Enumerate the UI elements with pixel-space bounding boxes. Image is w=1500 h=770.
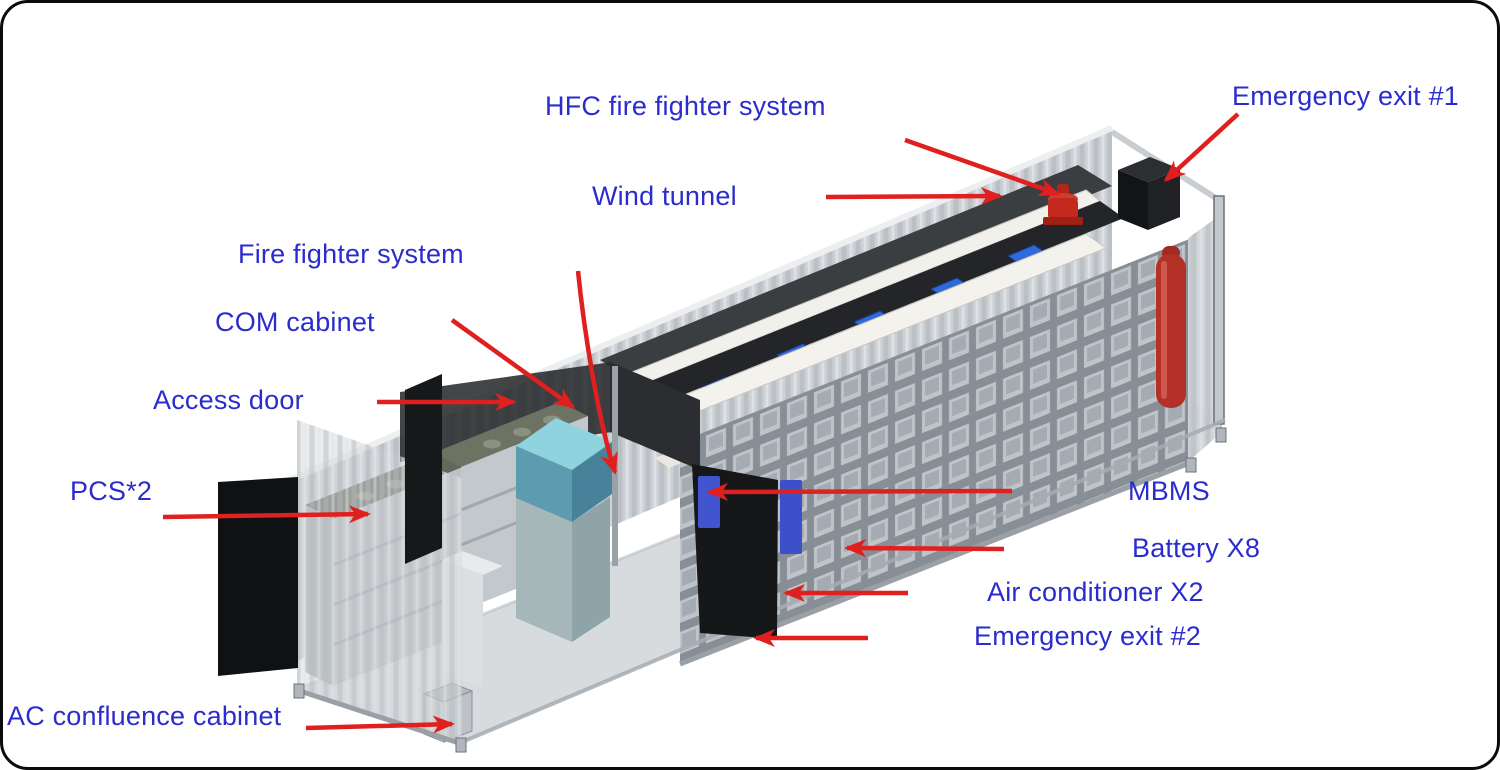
access-door-3d bbox=[405, 374, 442, 564]
com-cabinet-3d bbox=[516, 418, 612, 642]
container-end-wall bbox=[1110, 129, 1225, 462]
label-air-conditioner-x2: Air conditioner X2 bbox=[987, 577, 1204, 607]
arrow-ac-confluence-cabinet bbox=[305, 715, 455, 734]
label-battery-x8: Battery X8 bbox=[1132, 533, 1261, 563]
arrow-battery-x8 bbox=[844, 539, 1005, 558]
arrow-hfc-fire-fighter-system bbox=[904, 137, 1061, 197]
container-feet bbox=[293, 427, 1227, 753]
arrow-pcs-x2 bbox=[162, 505, 371, 524]
mbms-screen bbox=[698, 476, 720, 528]
corner-post bbox=[1213, 195, 1225, 425]
label-emergency-exit-2: Emergency exit #2 bbox=[974, 621, 1202, 651]
open-door-left-3d bbox=[218, 477, 298, 676]
label-access-door: Access door bbox=[153, 385, 304, 415]
fire-cylinder-3d bbox=[1156, 246, 1186, 408]
ceiling-void bbox=[600, 165, 1112, 381]
arrow-fire-fighter-system bbox=[575, 270, 618, 475]
arrow-emergency-exit-1 bbox=[1163, 112, 1240, 183]
arrow-com-cabinet bbox=[450, 318, 576, 409]
label-ac-confluence-cabinet: AC confluence cabinet bbox=[7, 701, 282, 731]
label-emergency-exit-1: Emergency exit #1 bbox=[1232, 81, 1460, 111]
label-com-cabinet: COM cabinet bbox=[215, 307, 375, 337]
bms-panel bbox=[780, 480, 802, 554]
label-pcs-x2: PCS*2 bbox=[70, 476, 153, 506]
label-fire-fighter-system: Fire fighter system bbox=[238, 239, 464, 269]
arrow-wind-tunnel bbox=[825, 187, 1003, 206]
label-wind-tunnel: Wind tunnel bbox=[592, 181, 737, 211]
label-mbms: MBMS bbox=[1128, 476, 1210, 506]
emergency-exit1-door-3d bbox=[1118, 157, 1180, 230]
arrow-mbms bbox=[706, 482, 1013, 501]
label-hfc-fire-fighter-system: HFC fire fighter system bbox=[545, 91, 826, 121]
callout-arrows bbox=[162, 112, 1240, 734]
